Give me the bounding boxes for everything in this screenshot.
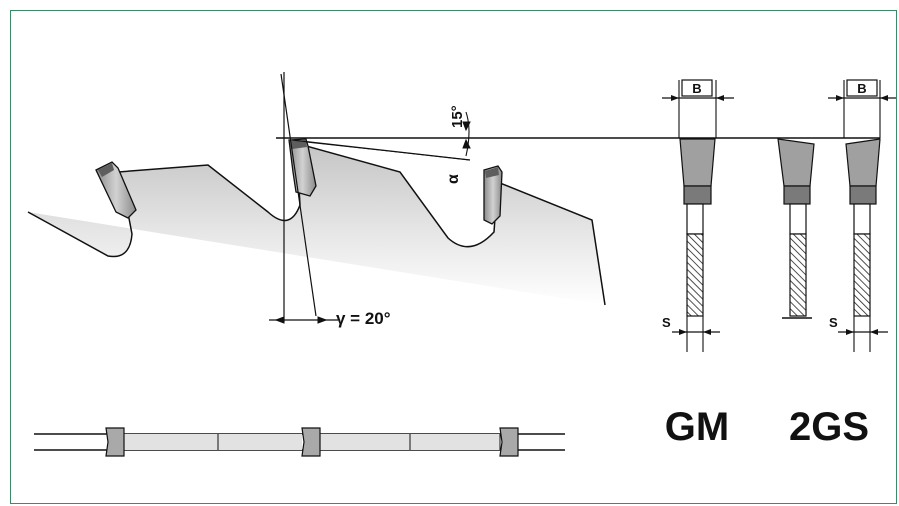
tooth-right	[483, 165, 503, 225]
top-view-tooth-1	[105, 427, 125, 457]
top-view-tooth-2	[301, 427, 321, 457]
gm-tooth-section: B S	[662, 79, 734, 352]
tooth-left	[95, 161, 137, 219]
blade-outline	[27, 140, 606, 306]
blade-body-shading	[28, 142, 605, 305]
gamma-arrow-right	[317, 316, 328, 324]
rake-line	[280, 73, 317, 317]
2gs-tooth-section-right: B S	[828, 79, 896, 352]
gamma-arrow-left	[274, 316, 285, 324]
blade-top-view	[34, 427, 565, 457]
tooth-left-tip	[98, 163, 114, 177]
gm-b-label: B	[692, 81, 701, 96]
gm-profile-title: GM	[665, 405, 729, 449]
gm-tooth-head	[679, 138, 716, 187]
clearance-line-inner	[305, 141, 471, 161]
gm-tooth-base	[683, 185, 712, 205]
top-angle-label: 15°	[449, 105, 466, 128]
tooth-middle	[288, 138, 317, 197]
2gs-profile-title: 2GS	[789, 405, 869, 449]
tooth-middle-tip	[290, 140, 307, 149]
diagram-frame	[10, 10, 897, 504]
2gs-b-label-box	[846, 79, 878, 97]
blade-side-view	[27, 138, 606, 306]
2gs-s-label: S	[829, 315, 838, 330]
gm-tooth-neck	[686, 203, 704, 235]
tooth-right-tip	[485, 167, 499, 178]
alpha-arc	[465, 111, 470, 157]
alpha-angle-label: α	[445, 174, 462, 184]
gamma-angle-label: γ = 20°	[336, 309, 391, 328]
2gs-b-label: B	[857, 81, 866, 96]
alpha-arrow-bottom	[462, 138, 471, 149]
angle-construction	[269, 72, 880, 324]
gm-s-label: S	[662, 315, 671, 330]
top-view-tooth-3	[499, 427, 519, 457]
gm-b-label-box	[681, 79, 713, 97]
gm-blade-body	[686, 233, 704, 317]
2gs-tooth-section-left	[777, 138, 815, 319]
alpha-arrow-top	[462, 121, 471, 132]
